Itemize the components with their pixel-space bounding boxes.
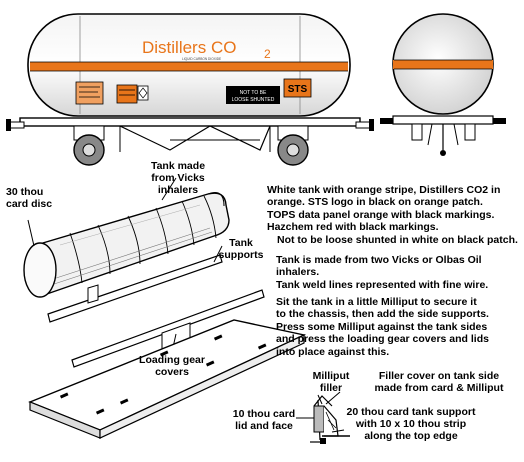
support-strip <box>71 289 265 368</box>
tank-note-line: Tank weld lines represented with fine wi… <box>276 278 489 291</box>
milliput-label-line: filler <box>319 382 343 394</box>
inhaler-tank <box>35 192 230 296</box>
livery-note-line: Hazchem red with black markings. <box>267 221 439 234</box>
assembly-note-line: Sit the tank in a little Milliput to sec… <box>276 296 477 308</box>
livery-notes: White tank with orange stripe, Distiller… <box>267 184 523 246</box>
support-strip <box>47 254 223 323</box>
buffer <box>369 119 374 131</box>
assembly-note-line: to the chassis, then add the side suppor… <box>276 308 489 321</box>
livery-note-line: TOPS data panel orange with black markin… <box>267 208 495 221</box>
lid-face-label-line: 10 thou card <box>232 408 296 420</box>
card-support-label-line: along the top edge <box>364 430 458 442</box>
livery-note-line: Not to be loose shunted in white on blac… <box>277 233 518 246</box>
lid-face-label: 10 thou card lid and face <box>226 408 302 432</box>
filler-cover-detail <box>296 391 350 444</box>
tops-data-panel <box>75 81 104 105</box>
tank-supports-label-line: supports <box>218 249 264 261</box>
card-support-label-line: with 10 x 10 thou strip <box>355 418 467 430</box>
livery-note-line: orange. STS logo in black on orange patc… <box>267 196 483 209</box>
brand-subscript: 2 <box>264 47 271 61</box>
assembly-note-line: and press the loading gear covers and li… <box>276 333 489 346</box>
buffer <box>6 119 11 131</box>
tank-supports-label: Tank supports <box>210 237 272 261</box>
tank-made-label: Tank made from Vicks inhalers <box>138 160 218 196</box>
loose-shunt-panel <box>226 86 280 104</box>
loading-gear-label-line: Loading gear <box>139 354 205 366</box>
end-orange-stripe <box>393 60 493 69</box>
lid-face-label-line: lid and face <box>235 420 293 432</box>
loading-gear-label-line: covers <box>155 366 189 378</box>
card-disc <box>23 242 57 298</box>
tank-notes: Tank is made from two Vicks or Olbas Oil… <box>276 254 522 291</box>
milliput-filler <box>313 405 325 433</box>
sts-logo-text: STS <box>288 84 308 95</box>
tank-made-label-line: Tank made <box>150 160 206 172</box>
assembly-note-line: Press some Milliput against the tank sid… <box>276 320 488 333</box>
brake-rigging <box>119 125 271 151</box>
card-disc-label: 30 thou card disc <box>6 186 76 210</box>
orange-stripe <box>30 62 348 71</box>
filler-cover-label-line: made from card & Milliput <box>374 382 504 394</box>
assembly-note-line: into place against this. <box>276 345 390 358</box>
livery-note-line: White tank with orange stripe, Distiller… <box>267 184 501 196</box>
hazard-diamond-panel <box>137 85 149 101</box>
loading-gear-label: Loading gear covers <box>132 354 212 378</box>
card-support-label: 20 thou card tank support with 10 x 10 t… <box>336 406 486 442</box>
assembly-notes: Sit the tank in a little Milliput to sec… <box>276 296 522 358</box>
wagon-side-view: Distillers CO 2 LIQUID CARBON DIOXIDE NO… <box>6 13 374 166</box>
filler-cover-label-line: Filler cover on tank side <box>378 370 500 382</box>
wagon-end-view <box>380 13 506 156</box>
sts-logo-patch <box>283 78 312 98</box>
tank-note-line: Tank is made from two Vicks or Olbas Oil <box>276 254 482 266</box>
exploded-tank <box>23 177 230 298</box>
tank-supports-label-line: Tank <box>229 237 253 249</box>
tank-supports <box>47 245 265 368</box>
loose-shunt-text-1: NOT TO BE <box>240 90 267 96</box>
tank-note-line: inhalers. <box>276 266 320 279</box>
underframe-base <box>28 319 307 439</box>
loose-shunt-text-2: LOOSE SHUNTED <box>232 97 275 103</box>
tank-made-label-line: from Vicks <box>151 172 205 184</box>
card-disc-label-line: 30 thou <box>6 186 44 198</box>
tank-made-label-line: inhalers <box>157 184 199 196</box>
milliput-label: Milliput filler <box>300 370 362 394</box>
small-lettering: LIQUID CARBON DIOXIDE <box>182 57 221 61</box>
milliput-label-line: Milliput <box>312 370 350 382</box>
hazchem-panel <box>116 84 138 104</box>
solebar <box>19 117 361 127</box>
filler-cover-label: Filler cover on tank side made from card… <box>356 370 522 394</box>
brand-lettering: Distillers CO <box>142 38 236 57</box>
card-support-label-line: 20 thou card tank support <box>346 406 476 418</box>
card-disc-label-line: card disc <box>6 198 53 210</box>
